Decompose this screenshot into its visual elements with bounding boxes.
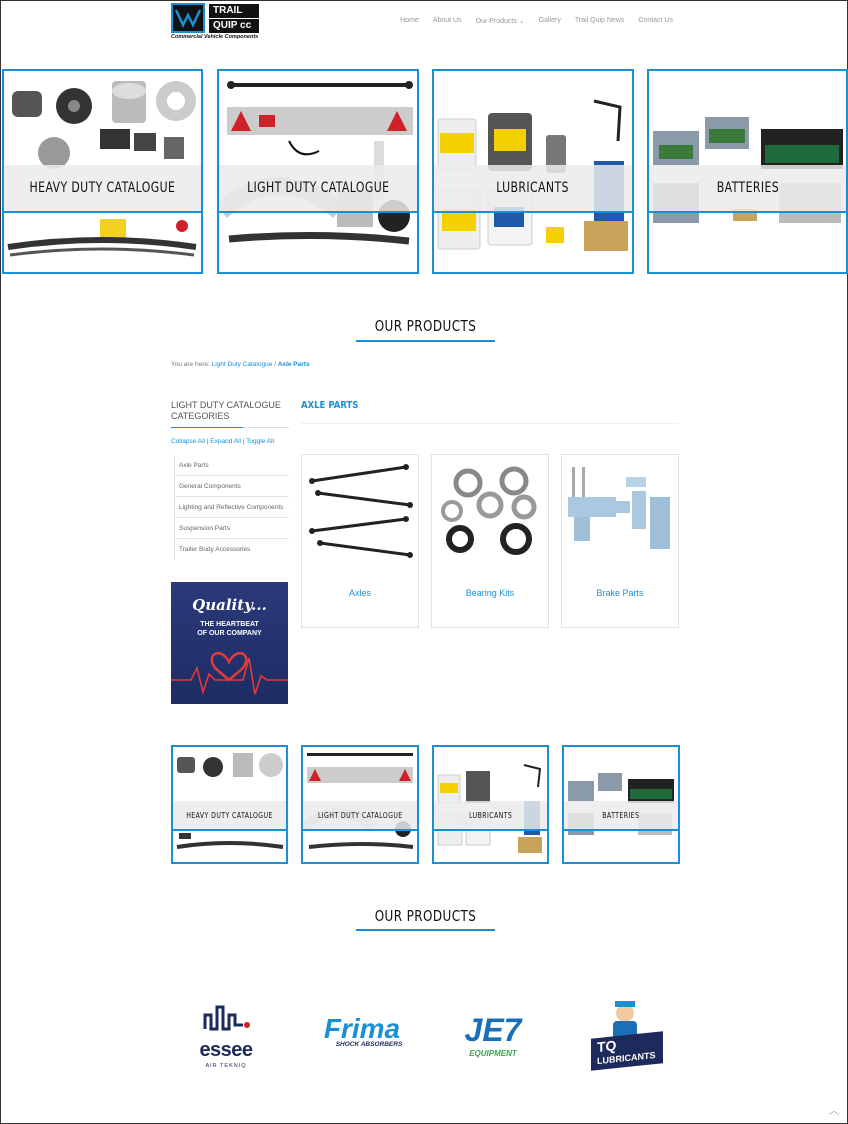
section-title-underline xyxy=(356,929,495,931)
tile-band: HEAVY DUTY CATALOGUE xyxy=(173,801,286,831)
breadcrumb-separator: / xyxy=(274,361,276,368)
essee-mark-icon xyxy=(203,1005,250,1031)
tile-lubricants-small[interactable]: LUBRICANTS xyxy=(432,745,549,864)
sidebar-item-axle-parts[interactable]: Axle Parts xyxy=(175,455,289,476)
tile-band: BATTERIES xyxy=(649,165,846,213)
nav-gallery[interactable]: Gallery xyxy=(538,17,561,24)
nav-contact-us[interactable]: Contact Us xyxy=(638,17,673,24)
main-nav: Home About Us Our Products ⌄ Gallery Tra… xyxy=(400,17,673,25)
brand-name-essee: essee xyxy=(199,1039,253,1061)
tile-lubricants[interactable]: LUBRICANTS xyxy=(432,69,634,274)
promo-line-1: THE HEARTBEAT xyxy=(200,621,259,628)
promo-title: Quality... xyxy=(192,596,267,614)
tile-label: HEAVY DUTY CATALOGUE xyxy=(29,180,176,196)
tile-band: LIGHT DUTY CATALOGUE xyxy=(303,801,417,831)
breadcrumb-prefix: You are here: xyxy=(171,361,210,368)
tile-label: BATTERIES xyxy=(716,180,779,196)
tile-heavy-duty-catalogue[interactable]: HEAVY DUTY CATALOGUE xyxy=(2,69,203,274)
category-title: AXLE PARTS xyxy=(301,400,369,411)
logo-tagline: Commercial Vehicle Components xyxy=(171,34,259,40)
brand-sub-je7: EQUIPMENT xyxy=(469,1049,517,1058)
brand-sub-essee: AIR TEKNIQ xyxy=(205,1063,247,1069)
heavy-duty-parts-image xyxy=(7,81,197,257)
tile-label: LIGHT DUTY CATALOGUE xyxy=(246,180,390,196)
section-title-text: OUR PRODUCTS xyxy=(374,907,476,925)
product-card-axles[interactable]: Axles xyxy=(301,454,419,628)
sidebar-title: LIGHT DUTY CATALOGUE CATEGORIES xyxy=(171,400,281,421)
tile-light-duty-catalogue-small[interactable]: LIGHT DUTY CATALOGUE xyxy=(301,745,419,864)
breadcrumb: You are here: Light Duty Catalogue / Axl… xyxy=(171,361,310,368)
logo-mark-icon xyxy=(171,3,205,33)
tile-batteries[interactable]: BATTERIES xyxy=(647,69,848,274)
tile-band: BATTERIES xyxy=(564,801,678,831)
logo-text-quip: QUIP cc xyxy=(209,19,259,33)
sidebar-item-general-components[interactable]: General Components xyxy=(175,476,289,497)
brand-name-je7: JE7 xyxy=(464,1012,522,1048)
breadcrumb-link-light-duty[interactable]: Light Duty Catalogue xyxy=(211,361,273,368)
brake-parts-image xyxy=(568,467,670,549)
category-title-divider xyxy=(301,423,679,424)
tile-label: HEAVY DUTY CATALOGUE xyxy=(186,810,273,820)
product-card-label[interactable]: Axles xyxy=(348,588,371,598)
bearing-kits-image xyxy=(441,466,537,555)
section-title-our-products: OUR PRODUCTS xyxy=(1,317,848,335)
chevron-down-icon: ⌄ xyxy=(518,18,525,25)
sidebar-item-suspension-parts[interactable]: Suspension Parts xyxy=(175,518,289,539)
brand-name-frima: Frima xyxy=(323,1013,401,1044)
nav-trail-quip-news[interactable]: Trail Quip News xyxy=(574,17,625,24)
tile-label: LUBRICANTS xyxy=(496,180,570,196)
brand-sub-frima: SHOCK ABSORBERS xyxy=(335,1041,403,1048)
tile-band: LUBRICANTS xyxy=(434,801,547,831)
breadcrumb-current: Axle Parts xyxy=(277,361,310,368)
tile-label: LIGHT DUTY CATALOGUE xyxy=(317,810,403,820)
sidebar-item-lighting-reflective[interactable]: Lighting and Reflective Components xyxy=(175,497,289,518)
section-title-text: OUR PRODUCTS xyxy=(374,317,476,335)
promo-line-2: OF OUR COMPANY xyxy=(197,630,262,637)
site-logo[interactable]: TRAIL QUIP cc Commercial Vehicle Compone… xyxy=(171,3,261,41)
section-title-our-products-2: OUR PRODUCTS xyxy=(1,907,848,925)
sidebar-title-underline xyxy=(171,427,243,428)
axles-image xyxy=(309,464,413,558)
product-card-bearing-kits[interactable]: Bearing Kits xyxy=(431,454,549,628)
site-header: TRAIL QUIP cc Commercial Vehicle Compone… xyxy=(1,1,848,45)
nav-our-products[interactable]: Our Products ⌄ xyxy=(476,17,525,25)
product-card-brake-parts[interactable]: Brake Parts xyxy=(561,454,679,628)
product-card-label[interactable]: Bearing Kits xyxy=(465,588,515,598)
tile-label: LUBRICANTS xyxy=(468,810,513,820)
nav-about-us[interactable]: About Us xyxy=(432,17,462,24)
scroll-to-top-icon[interactable]: ︿ xyxy=(829,1106,839,1117)
sidebar-collapse-controls[interactable]: Collapse All | Expand All | Toggle All xyxy=(171,438,274,445)
nav-our-products-label: Our Products xyxy=(475,18,517,25)
quality-promo-banner: Quality... THE HEARTBEAT OF OUR COMPANY xyxy=(171,582,288,704)
heavy-duty-parts-image xyxy=(176,753,284,849)
category-title-text: AXLE PARTS xyxy=(301,400,359,411)
tile-band: HEAVY DUTY CATALOGUE xyxy=(4,165,201,213)
sidebar-title-divider xyxy=(243,427,289,428)
tile-heavy-duty-catalogue-small[interactable]: HEAVY DUTY CATALOGUE xyxy=(171,745,288,864)
tile-band: LUBRICANTS xyxy=(434,165,632,213)
brand-logo-essee[interactable]: essee AIR TEKNIQ xyxy=(191,1001,261,1073)
brand-logo-tq-lubricants[interactable]: TQ LUBRICANTS xyxy=(589,1001,665,1073)
brand-name-tq: TQ xyxy=(597,1037,617,1056)
brand-logo-frima[interactable]: Frima SHOCK ABSORBERS xyxy=(304,1015,414,1055)
tq-badge: TQ LUBRICANTS xyxy=(591,1031,663,1071)
heartbeat-icon xyxy=(171,651,288,695)
tile-band: LIGHT DUTY CATALOGUE xyxy=(219,165,417,213)
sidebar-category-list: Axle Parts General Components Lighting a… xyxy=(174,455,289,560)
product-card-label[interactable]: Brake Parts xyxy=(596,588,644,598)
nav-home[interactable]: Home xyxy=(400,17,419,24)
logo-text-trail: TRAIL xyxy=(209,4,259,18)
sidebar-item-trailer-body-accessories[interactable]: Trailer Body Accessories xyxy=(179,546,251,553)
tile-label: BATTERIES xyxy=(602,810,640,820)
section-title-underline xyxy=(356,340,495,342)
tile-batteries-small[interactable]: BATTERIES xyxy=(562,745,680,864)
tile-light-duty-catalogue[interactable]: LIGHT DUTY CATALOGUE xyxy=(217,69,419,274)
brand-logo-je7[interactable]: JE7 EQUIPMENT xyxy=(453,1013,533,1063)
